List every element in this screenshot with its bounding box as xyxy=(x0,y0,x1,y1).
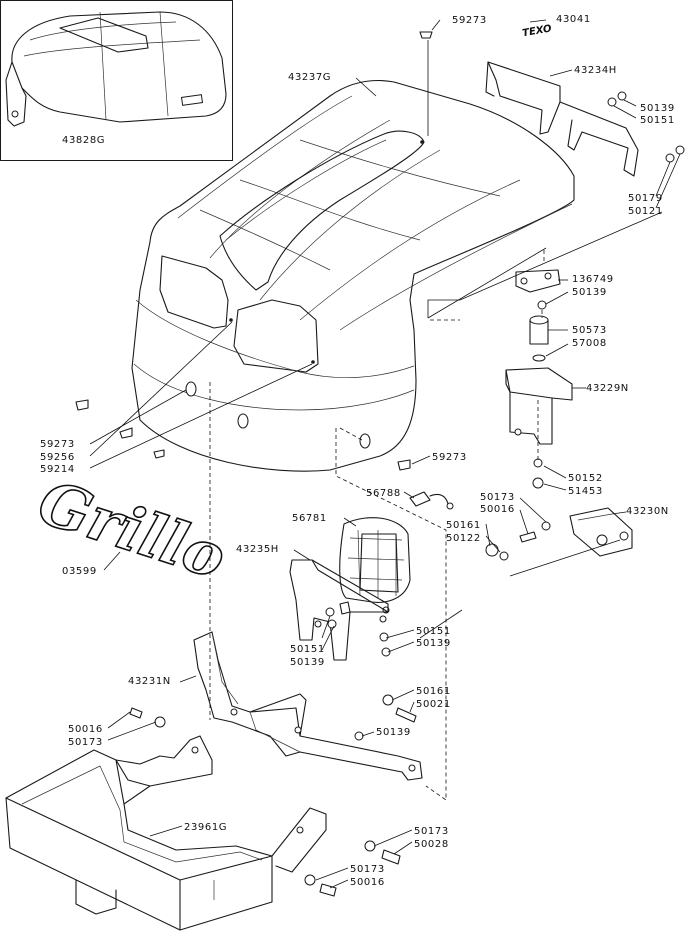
label-43237G: 43237G xyxy=(288,72,331,83)
label-50016-b: 50016 xyxy=(68,724,103,735)
frame-43231N xyxy=(129,631,423,781)
label-23961G: 23961G xyxy=(184,822,227,833)
label-50151-b: 50151 xyxy=(416,626,451,637)
label-50179: 50179 xyxy=(628,193,663,204)
label-59214: 59214 xyxy=(40,464,75,475)
logo-03599: Grillo xyxy=(29,467,234,594)
inset-hood-preview: 43828G xyxy=(0,0,233,161)
leader-lines xyxy=(89,19,681,889)
light-56781 xyxy=(339,517,411,614)
connector-56788 xyxy=(409,491,454,510)
label-50173-c: 50173 xyxy=(414,826,449,837)
label-50139-a: 50139 xyxy=(640,103,675,114)
bracket-43234H xyxy=(485,61,639,177)
label-50173-b: 50173 xyxy=(68,737,103,748)
tray-23961G xyxy=(5,735,401,931)
label-43229N: 43229N xyxy=(586,383,629,394)
label-50161-b: 50161 xyxy=(416,686,451,697)
badge-text: TEXO xyxy=(522,23,553,39)
label-43234H: 43234H xyxy=(574,65,617,76)
hood-43237G xyxy=(131,79,575,472)
decal-43041: TEXO xyxy=(522,23,553,39)
label-43041: 43041 xyxy=(556,14,591,25)
label-50139-b: 50139 xyxy=(572,287,607,298)
label-59273-left: 59273 xyxy=(40,439,75,450)
label-59273-mid: 59273 xyxy=(432,452,467,463)
label-50573: 50573 xyxy=(572,325,607,336)
bracket-43235H xyxy=(289,559,391,661)
label-50173-d: 50173 xyxy=(350,864,385,875)
label-59256: 59256 xyxy=(40,452,75,463)
label-03599: 03599 xyxy=(62,566,97,577)
label-50028: 50028 xyxy=(414,839,449,850)
label-51453: 51453 xyxy=(568,486,603,497)
label-50139-c: 50139 xyxy=(416,638,451,649)
label-50122: 50122 xyxy=(446,533,481,544)
label-50173-a: 50173 xyxy=(480,492,515,503)
grillo-logo: Grillo xyxy=(30,468,234,594)
label-50151-c: 50151 xyxy=(290,644,325,655)
bracket-43230N xyxy=(485,507,633,561)
label-59273-top: 59273 xyxy=(452,15,487,26)
plate-and-spacer xyxy=(515,269,561,362)
label-50151-a: 50151 xyxy=(640,115,675,126)
label-43230N: 43230N xyxy=(626,506,669,517)
label-50016-c: 50016 xyxy=(350,877,385,888)
label-56788: 56788 xyxy=(366,488,401,499)
label-50021: 50021 xyxy=(416,699,451,710)
label-50139-e: 50139 xyxy=(376,727,411,738)
label-56781: 56781 xyxy=(292,513,327,524)
bracket-43229N xyxy=(505,367,573,489)
label-43828G: 43828G xyxy=(62,135,105,146)
label-43235H: 43235H xyxy=(236,544,279,555)
part-labels: 43041 59273 43237G 43234H 50139 50151 50… xyxy=(40,14,675,888)
label-50161-a: 50161 xyxy=(446,520,481,531)
label-50016-a: 50016 xyxy=(480,504,515,515)
label-43231N: 43231N xyxy=(128,676,171,687)
label-50121: 50121 xyxy=(628,206,663,217)
label-50139-d: 50139 xyxy=(290,657,325,668)
fasteners xyxy=(75,31,685,471)
label-136749: 136749 xyxy=(572,274,614,285)
label-50152: 50152 xyxy=(568,473,603,484)
label-57008: 57008 xyxy=(572,338,607,349)
